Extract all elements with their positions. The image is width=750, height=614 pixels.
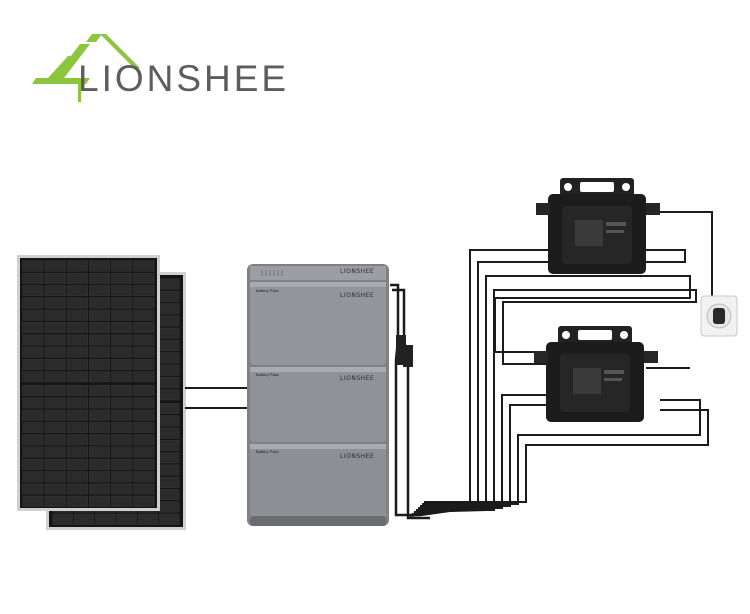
battery-stack bbox=[247, 264, 389, 526]
battery-module-logo: LIONSHEE bbox=[340, 375, 375, 382]
battery-module-label: Battery Pack bbox=[256, 288, 279, 293]
brand-logo bbox=[30, 28, 350, 108]
battery-module-2 bbox=[250, 367, 386, 442]
battery-module-label: Battery Pack bbox=[256, 372, 279, 377]
logo-roof-icon bbox=[32, 34, 140, 102]
battery-module-3 bbox=[250, 444, 386, 522]
battery-module-1 bbox=[250, 282, 386, 365]
micro-inverter-2 bbox=[534, 326, 658, 422]
battery-module-logo: LIONSHEE bbox=[340, 453, 375, 460]
wall-socket-icon bbox=[700, 295, 738, 337]
battery-module-logo: LIONSHEE bbox=[340, 292, 375, 299]
micro-inverter-1 bbox=[536, 178, 660, 274]
battery-top-logo: LIONSHEE bbox=[340, 268, 375, 275]
inverter-cables bbox=[409, 211, 713, 517]
brand-name: LIONSHEE bbox=[78, 58, 290, 99]
battery-module-label: Battery Pack bbox=[256, 449, 279, 454]
battery-cables bbox=[390, 283, 456, 520]
solar-panel-front bbox=[17, 255, 160, 511]
panel-cables bbox=[185, 387, 250, 409]
